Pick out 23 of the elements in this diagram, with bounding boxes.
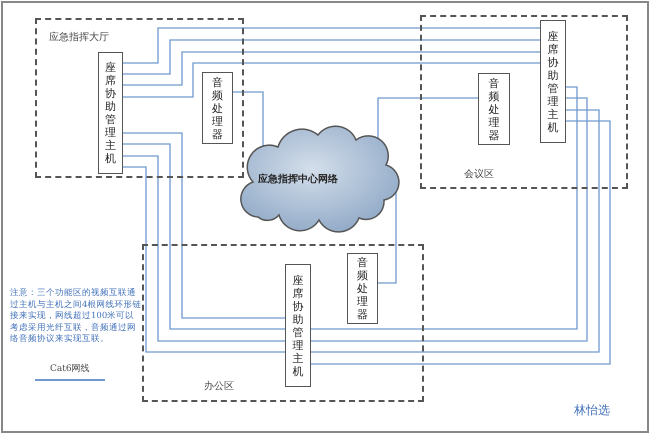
audio-processor-box: 音频处理器	[347, 253, 378, 324]
cable-line	[123, 62, 540, 98]
audio-processor-box: 音频处理器	[202, 72, 233, 144]
audio-processor-box: 音频处理器	[478, 73, 510, 145]
cloud-label: 应急指挥中心网络	[258, 172, 338, 186]
cable-line	[233, 91, 264, 147]
cable-line	[123, 51, 540, 86]
host-box: 座席协助管理主机	[285, 264, 311, 387]
note-text: 注意：三个功能区的视频互联通过主机与主机之间4根网线环形链接来实现，网线超过100米可以考虑采用光纤互联，音频通过网络音频协议来实现互联。	[10, 288, 142, 346]
legend-label: Cat6网线	[50, 362, 90, 375]
designer-name: 林怡选	[574, 402, 610, 419]
cable-line	[123, 27, 540, 64]
zone-box	[420, 15, 628, 189]
zone-label: 会议区	[464, 168, 494, 181]
host-box: 座席协助管理主机	[98, 52, 123, 174]
zone-box	[35, 18, 244, 178]
cable-line	[377, 97, 478, 139]
host-box: 座席协助管理主机	[540, 20, 566, 143]
cable-line	[378, 192, 397, 284]
zone-label: 应急指挥大厅	[49, 30, 109, 44]
zone-box	[142, 244, 424, 402]
zone-label: 办公区	[204, 380, 234, 393]
cable-line	[123, 39, 540, 75]
